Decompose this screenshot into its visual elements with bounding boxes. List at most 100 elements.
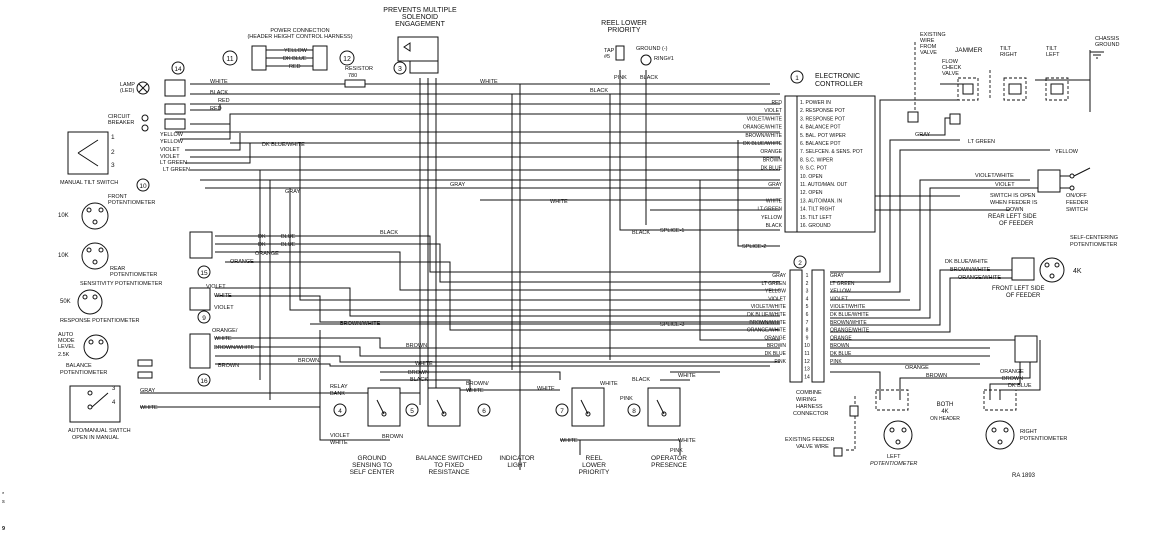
svg-text:OF FEEDER: OF FEEDER <box>1006 293 1041 299</box>
svg-text:DK BLUE/WHITE: DK BLUE/WHITE <box>945 259 988 265</box>
svg-text:BLUE: BLUE <box>281 242 296 248</box>
combine-right-wire-label: PINK <box>830 359 842 365</box>
combine-left-wire-label: YELLOW <box>765 289 786 295</box>
svg-text:16: 16 <box>200 378 208 385</box>
margin-marks: * s 9 <box>2 492 5 532</box>
tilt-right-valve: TILT RIGHT <box>1000 46 1027 101</box>
svg-text:ORANGE/: ORANGE/ <box>212 328 238 334</box>
svg-text:RESISTANCE: RESISTANCE <box>428 469 470 476</box>
svg-text:VIOLET/WHITE: VIOLET/WHITE <box>975 173 1014 179</box>
svg-text:BALANCE: BALANCE <box>66 363 92 369</box>
controller-wire-label: ORANGE <box>760 149 782 155</box>
svg-text:CIRCUIT: CIRCUIT <box>108 114 131 120</box>
callout-10: 10 <box>136 178 150 192</box>
svg-text:SENSITIVITY POTENTIOMETER: SENSITIVITY POTENTIOMETER <box>80 281 162 287</box>
combine-pin-number: 3 <box>806 289 809 295</box>
svg-text:WHITE: WHITE <box>330 440 348 446</box>
svg-text:SOLENOID: SOLENOID <box>402 14 438 21</box>
svg-text:RIGHT: RIGHT <box>1020 429 1038 435</box>
header-pot-connector <box>1014 335 1038 363</box>
resistor: RESISTOR 780 <box>344 66 373 88</box>
breaker-connector-b <box>164 118 186 130</box>
svg-text:PREVENTS MULTIPLE: PREVENTS MULTIPLE <box>383 7 457 14</box>
svg-text:BLACK: BLACK <box>640 75 658 81</box>
svg-text:SENSING TO: SENSING TO <box>352 462 392 469</box>
svg-text:CONTROLLER: CONTROLLER <box>815 81 863 88</box>
svg-text:BREAKER: BREAKER <box>108 120 134 126</box>
svg-text:WHITE: WHITE <box>678 438 696 444</box>
combine-left-wire-label: LT GREEN <box>761 281 786 287</box>
svg-text:WHITE: WHITE <box>214 336 232 342</box>
combine-pin-number: 10 <box>804 343 810 349</box>
combine-left-wire-label: BROWN <box>767 343 787 349</box>
svg-text:WHITE: WHITE <box>560 438 578 444</box>
svg-text:VIOLET: VIOLET <box>214 305 234 311</box>
combine-right-wire-label: LT GREEN <box>830 281 855 287</box>
combine-right-wire-label: VIOLET/WHITE <box>830 304 866 310</box>
svg-text:7: 7 <box>560 408 564 415</box>
existing-feeder-wire: EXISTING FEEDER VALVE WIRE <box>785 405 859 457</box>
svg-text:BLUE: BLUE <box>281 234 296 240</box>
tap-connector: TAP #5 PINK <box>604 45 627 81</box>
svg-text:3: 3 <box>398 66 402 73</box>
svg-text:BLACK: BLACK <box>410 377 428 383</box>
callout-12: 12 <box>339 50 355 66</box>
front-potentiometer: FRONT POTENTIOMETER 10K <box>58 194 155 230</box>
combine-left-wire-label: DK BLUE <box>765 351 787 357</box>
combine-right-wire-label: VIOLET <box>830 296 848 302</box>
svg-text:LAMP: LAMP <box>120 82 135 88</box>
combine-pin-number: 4 <box>806 296 809 302</box>
svg-text:POTENTIOMETER: POTENTIOMETER <box>110 272 157 278</box>
svg-text:ORANGE: ORANGE <box>905 365 929 371</box>
combine-pin-number: 11 <box>804 351 809 357</box>
svg-text:INDICATOR: INDICATOR <box>499 455 534 462</box>
svg-text:PINK: PINK <box>620 396 633 402</box>
svg-text:14: 14 <box>174 66 182 73</box>
svg-text:YELLOW: YELLOW <box>160 132 184 138</box>
svg-text:TILT: TILT <box>1000 46 1012 52</box>
auto-manual-switch: 3 4 GRAY WHITE AUTO/MANUAL SWITCH OPEN I… <box>68 385 158 441</box>
svg-text:GROUND (-): GROUND (-) <box>636 46 668 52</box>
tilt-wire-tags: YELLOW YELLOW VIOLET VIOLET LT GREEN LT … <box>160 132 568 205</box>
combine-pin-number: 14 <box>804 374 810 380</box>
controller-pin-label: 1. POWER IN <box>800 100 831 106</box>
controller-pin-label: 5. BAL. POT WIPER <box>800 133 846 139</box>
svg-text:SWITCH: SWITCH <box>1066 207 1088 213</box>
svg-text:POTENTIOMETER: POTENTIOMETER <box>870 461 917 467</box>
svg-text:WIRE: WIRE <box>920 38 935 44</box>
svg-text:WHITE: WHITE <box>678 373 696 379</box>
controller-wire-label: DK BLUE <box>761 166 783 172</box>
svg-text:BLACK: BLACK <box>590 88 608 94</box>
svg-text:3: 3 <box>111 162 115 169</box>
svg-text:LEFT: LEFT <box>887 454 901 460</box>
svg-text:BROWN: BROWN <box>218 363 239 369</box>
combine-pin-number: 8 <box>806 328 809 334</box>
svg-text:DK BLUE/WHITE: DK BLUE/WHITE <box>262 142 305 148</box>
svg-text:SWITCH IS OPEN: SWITCH IS OPEN <box>990 193 1036 199</box>
svg-text:DK BLUE: DK BLUE <box>283 56 307 62</box>
svg-text:AUTO/MANUAL SWITCH: AUTO/MANUAL SWITCH <box>68 428 131 434</box>
controller-wire-label: ORANGE/WHITE <box>743 125 783 131</box>
diode-block <box>397 36 439 74</box>
svg-text:POTENTIOMETER: POTENTIOMETER <box>60 370 107 376</box>
svg-text:RIGHT: RIGHT <box>1000 52 1018 58</box>
controller-wire-label: VIOLET <box>764 108 782 114</box>
svg-text:PINK: PINK <box>614 75 627 81</box>
svg-text:WHEN FEEDER IS: WHEN FEEDER IS <box>990 200 1038 206</box>
combine-right-wire-label: BROWN/WHITE <box>830 320 867 326</box>
lamp-wire-tags: WHITE BLACK WHITE BLACK RED RED <box>210 79 608 112</box>
svg-text:1: 1 <box>111 134 115 141</box>
svg-text:GRAY: GRAY <box>140 388 156 394</box>
combine-pin-number: 1 <box>806 273 809 279</box>
controller-wire-label: RED <box>771 100 782 106</box>
wire-network <box>140 42 1091 470</box>
svg-text:SELF-CENTERING: SELF-CENTERING <box>1070 235 1118 241</box>
svg-text:MANUAL TILT SWITCH: MANUAL TILT SWITCH <box>60 180 118 186</box>
manual-tilt-switch: 1 2 3 MANUAL TILT SWITCH <box>60 131 118 186</box>
svg-text:VALVE WIRE: VALVE WIRE <box>796 444 829 450</box>
circuit-breaker: CIRCUIT BREAKER <box>108 114 149 132</box>
chassis-ground-label: CHASSIS GROUND <box>1090 36 1119 59</box>
controller-pin-label: 15. TILT LEFT <box>800 215 832 221</box>
svg-text:GRAY: GRAY <box>915 132 931 138</box>
